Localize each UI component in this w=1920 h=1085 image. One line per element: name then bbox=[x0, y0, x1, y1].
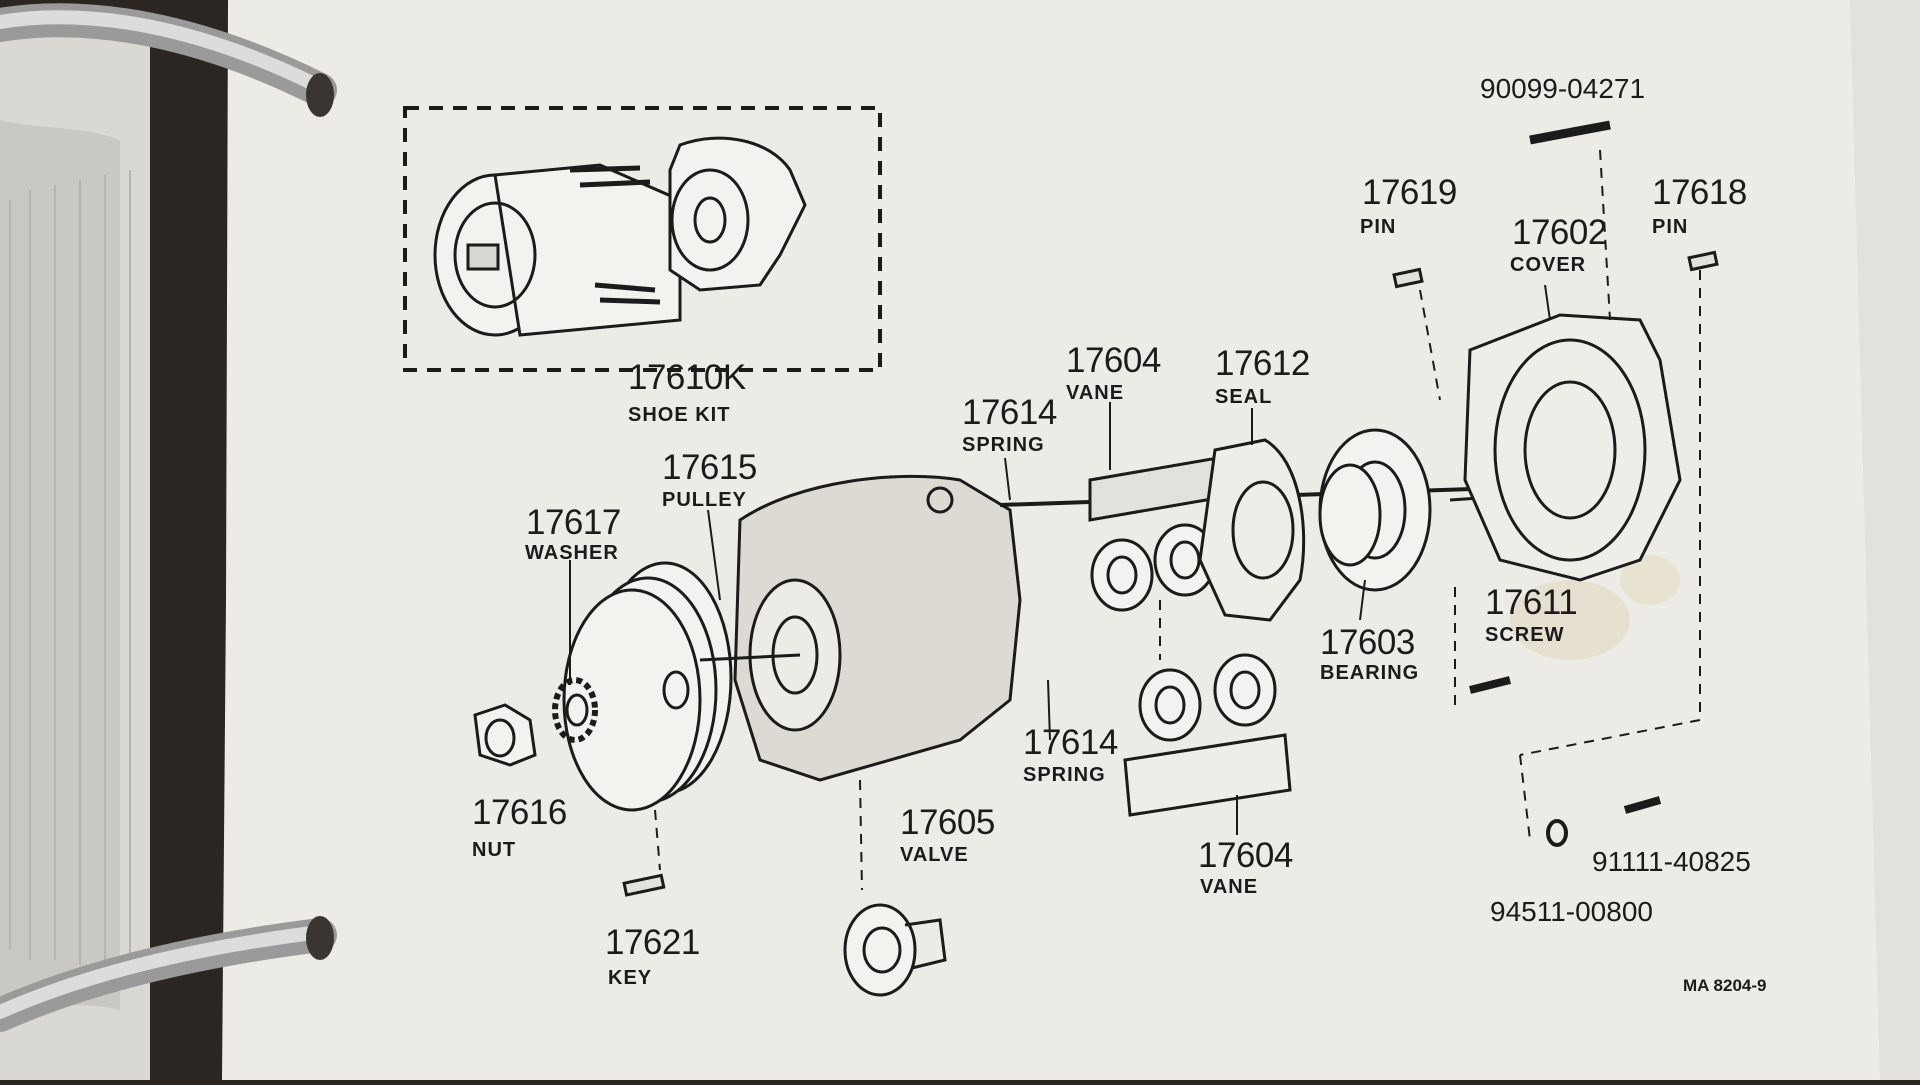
seal-number: 17612 bbox=[1215, 344, 1310, 383]
binder-ring-bottom bbox=[0, 916, 337, 1032]
vane-bottom-drawing bbox=[1123, 653, 1292, 817]
manual-page bbox=[222, 0, 1920, 1080]
pin-left-drawing bbox=[1392, 267, 1424, 289]
screw-drawing bbox=[1469, 676, 1511, 694]
spring-bottom-number: 17614 bbox=[1023, 723, 1118, 762]
shoe-kit-drawing bbox=[403, 106, 882, 372]
screw-number: 17611 bbox=[1485, 583, 1578, 622]
pulley-name: PULLEY bbox=[662, 489, 747, 511]
small-washer-drawing bbox=[1546, 819, 1568, 847]
pump-body-drawing bbox=[699, 474, 1022, 782]
cover-drawing bbox=[1463, 313, 1682, 582]
vane-top-name: VANE bbox=[1066, 382, 1125, 404]
leader-lines bbox=[654, 149, 1701, 891]
vane-bottom-name: VANE bbox=[1200, 876, 1259, 898]
shoe-kit-number: 17610K bbox=[628, 358, 746, 397]
page-stack bbox=[0, 20, 150, 1080]
key-name: KEY bbox=[608, 967, 653, 989]
spring-bottom-name: SPRING bbox=[1023, 764, 1106, 786]
valve-drawing bbox=[843, 903, 947, 997]
washer-name: WASHER bbox=[525, 542, 619, 564]
pin-right-drawing bbox=[1687, 250, 1719, 272]
solid-leaders bbox=[569, 284, 1551, 835]
key-number: 17621 bbox=[605, 923, 700, 962]
nut-name: NUT bbox=[472, 839, 517, 861]
pin-left-name: PIN bbox=[1360, 216, 1397, 238]
bearing-drawing bbox=[1318, 428, 1432, 592]
bolt-top-number: 90099-04271 bbox=[1480, 73, 1646, 104]
washer-number: 17617 bbox=[526, 503, 621, 542]
key-drawing bbox=[622, 873, 666, 897]
nut-drawing bbox=[473, 703, 537, 767]
bearing-name: BEARING bbox=[1320, 662, 1420, 684]
seal-name: SEAL bbox=[1215, 386, 1273, 408]
vane-bottom-number: 17604 bbox=[1198, 836, 1293, 875]
binder-ring-top bbox=[0, 3, 337, 117]
bearing-number: 17603 bbox=[1320, 623, 1415, 662]
pulley-drawing bbox=[562, 561, 733, 812]
vane-top-drawing bbox=[1088, 453, 1237, 612]
bolt-bottom-number: 91111-40825 bbox=[1592, 846, 1751, 877]
cover-number: 17602 bbox=[1512, 213, 1607, 252]
shoe-kit-name: SHOE KIT bbox=[628, 404, 731, 426]
valve-number: 17605 bbox=[900, 803, 995, 842]
washer-drawing bbox=[552, 677, 598, 743]
bolt-bottom-drawing bbox=[1623, 796, 1662, 814]
screw-name: SCREW bbox=[1485, 624, 1565, 646]
nut-number: 17616 bbox=[472, 793, 567, 832]
vane-top-number: 17604 bbox=[1066, 341, 1161, 380]
page-reference: MA 8204-9 bbox=[1683, 976, 1767, 995]
pin-right-number: 17618 bbox=[1652, 173, 1747, 212]
bolt-top-drawing bbox=[1529, 120, 1611, 145]
pin-right-name: PIN bbox=[1652, 216, 1689, 238]
seal-drawing bbox=[1198, 438, 1306, 622]
small-washer-number: 94511-00800 bbox=[1490, 896, 1653, 927]
spring-top-name: SPRING bbox=[962, 434, 1045, 456]
pin-left-number: 17619 bbox=[1362, 173, 1457, 212]
cover-name: COVER bbox=[1510, 254, 1587, 276]
spring-top-number: 17614 bbox=[962, 393, 1057, 432]
pulley-number: 17615 bbox=[662, 448, 757, 487]
valve-name: VALVE bbox=[900, 844, 969, 866]
